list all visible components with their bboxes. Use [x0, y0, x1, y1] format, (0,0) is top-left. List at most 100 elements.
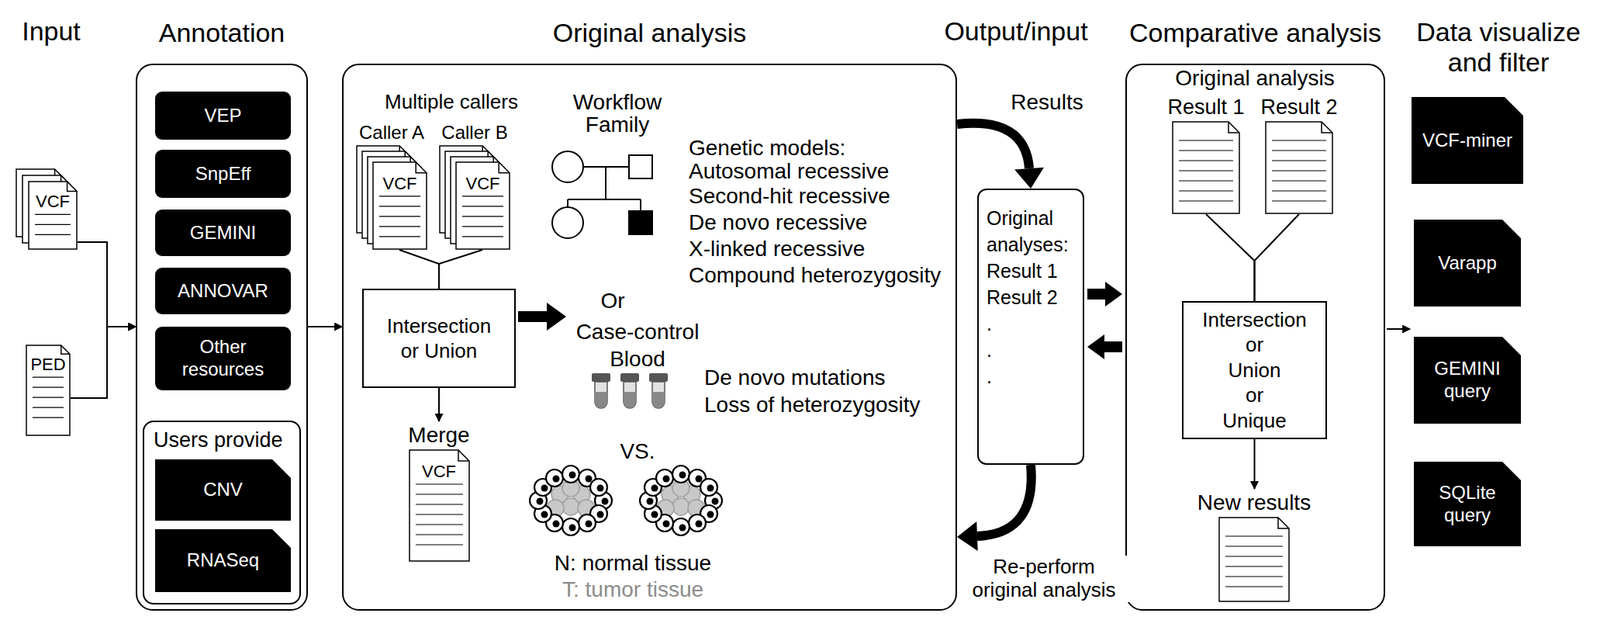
tool-box: GEMINI	[155, 209, 291, 256]
document-heading: Caller B	[441, 120, 508, 146]
document-label: VCF	[28, 191, 77, 212]
panel-heading: Annotation	[158, 17, 286, 49]
box-label: SQLite query	[1438, 481, 1496, 527]
column-heading: Input	[21, 16, 81, 47]
pedigree	[566, 199, 569, 208]
tool-box: VEP	[155, 91, 291, 140]
page-fold	[1321, 121, 1333, 133]
curved-arrow	[957, 464, 1032, 551]
connector-line	[438, 387, 440, 422]
text-line	[462, 225, 504, 227]
blood-tubes	[591, 373, 668, 408]
text-label: Blood	[609, 346, 666, 372]
connector-line	[70, 326, 136, 398]
pedigree	[628, 155, 653, 179]
panel-heading: Comparative analysis	[1129, 17, 1382, 49]
curved-arrow-body	[977, 464, 1032, 536]
page-fold	[1228, 121, 1240, 133]
text-line	[1178, 200, 1234, 201]
tool-box: SQLite query	[1413, 461, 1521, 547]
text-line	[415, 483, 464, 484]
text-line	[415, 523, 464, 525]
text-line	[1225, 585, 1283, 587]
text-line	[1178, 179, 1234, 181]
page-fold	[67, 181, 77, 191]
list-item: Result 1	[986, 257, 1075, 284]
text-label: Family	[585, 112, 650, 138]
document-heading: Result 1	[1167, 93, 1245, 121]
page-fold	[61, 345, 70, 354]
blood-tubes	[623, 381, 636, 408]
box-label: GEMINI	[190, 221, 256, 245]
box-label: RNASeq	[186, 549, 260, 572]
edge-label: Results	[1007, 89, 1086, 115]
text-line	[1225, 555, 1283, 557]
box-label: ANNOVAR	[177, 279, 269, 303]
document-heading: Result 2	[1260, 93, 1338, 121]
panel-heading: Original analysis	[552, 17, 747, 49]
block-arrow	[1087, 281, 1123, 307]
normal-tissue-cells	[529, 465, 612, 536]
text-label: Autosomal recessive	[688, 158, 889, 184]
document-heading: Caller A	[359, 120, 425, 146]
pedigree	[628, 210, 653, 235]
connector-line	[399, 249, 439, 289]
text-line	[379, 235, 421, 237]
text-line	[462, 235, 504, 237]
text-label: De novo mutations	[704, 365, 885, 391]
group-heading: Users provide	[153, 428, 284, 453]
document-node: Result 2	[1256, 93, 1342, 215]
document-node: Caller BVCF	[438, 120, 511, 250]
document-page	[409, 449, 470, 561]
text-line	[1178, 139, 1234, 141]
stage-panel: AnnotationVEPSnpEffGEMINIANNOVAROther re…	[135, 63, 308, 611]
tool-box: ANNOVAR	[155, 267, 291, 315]
text-line	[415, 513, 464, 515]
text-line	[34, 214, 71, 215]
document-heading: New results	[1197, 488, 1311, 517]
list-item: Result 2	[986, 283, 1075, 311]
tool-box: GEMINI query	[1413, 336, 1521, 424]
blood-tubes	[620, 373, 640, 382]
box-label: VCF-miner	[1422, 129, 1513, 153]
text-line	[462, 195, 504, 197]
text-line	[415, 503, 464, 505]
connector-line	[1206, 214, 1255, 301]
document-node: VCF	[15, 168, 78, 250]
document-node: PED	[25, 344, 71, 436]
pedigree	[552, 151, 653, 239]
block-arrow	[518, 302, 567, 331]
blood-tubes	[623, 391, 636, 408]
text-label: Loss of heterozygosity	[704, 392, 921, 418]
document-node: New results	[1194, 488, 1314, 602]
curved-arrow-head	[957, 521, 978, 551]
text-line	[415, 543, 464, 545]
text-line	[1225, 535, 1283, 536]
text-line	[1271, 169, 1327, 171]
tool-box: SnpEff	[155, 149, 291, 198]
document-stack	[438, 145, 511, 250]
box-label: SnpEff	[195, 162, 252, 186]
pedigree	[604, 166, 607, 200]
blood-tubes	[652, 381, 665, 408]
text-line	[32, 376, 64, 378]
document-label: PED	[26, 354, 70, 375]
page-fold	[1278, 517, 1289, 529]
connector-line	[307, 325, 343, 328]
box-label: Intersection or Union or Unique	[1202, 307, 1307, 434]
text-label: N: normal tissue	[554, 550, 712, 576]
text-line	[1271, 159, 1327, 161]
document-stack	[1218, 516, 1290, 602]
text-line	[1178, 169, 1234, 171]
text-line	[1271, 149, 1327, 151]
text-line	[1271, 200, 1327, 201]
text-label: Original analysis	[1174, 65, 1334, 91]
text-line	[32, 417, 64, 419]
text-line	[1271, 190, 1327, 191]
text-line	[32, 397, 64, 398]
box-label: CNV	[203, 478, 243, 502]
tumor-tissue-cells	[639, 465, 723, 536]
blood-tubes	[652, 391, 665, 408]
tool-box: CNV	[155, 459, 291, 521]
tool-box: Other resources	[155, 326, 291, 391]
